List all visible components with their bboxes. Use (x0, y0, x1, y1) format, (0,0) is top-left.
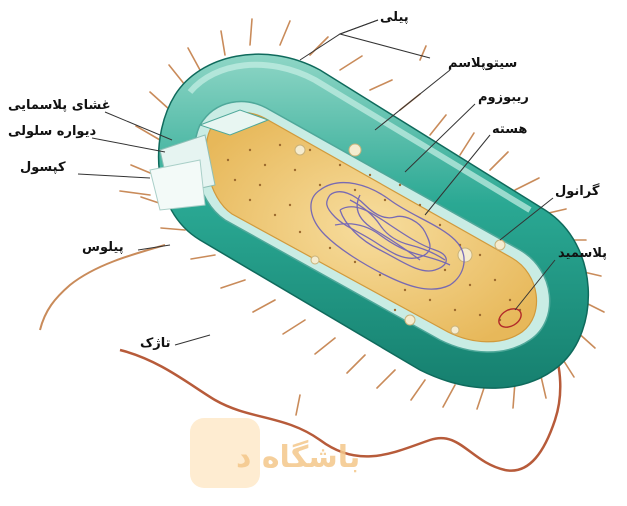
label-cytoplasm: سیتوپلاسم (448, 56, 517, 71)
label-plasmid: پلاسمید (558, 246, 607, 261)
label-flagellum: تاژک (140, 336, 171, 351)
label-pili: پیلی (380, 10, 409, 25)
label-nucleoid: هسته (492, 122, 527, 137)
label-plasma-membrane: غشای پلاسمایی (8, 98, 111, 113)
label-capsule: کپسول (20, 160, 66, 175)
layer-peel-2 (150, 160, 205, 210)
label-ribosome: ریبوزوم (478, 90, 529, 105)
label-pilus: پیلوس (82, 240, 124, 255)
label-granule: گرانول (555, 184, 599, 199)
label-cell-wall: دیواره سلولی (8, 124, 96, 139)
watermark-text: باشگاه د (236, 440, 360, 475)
pilus-strand (40, 245, 165, 330)
